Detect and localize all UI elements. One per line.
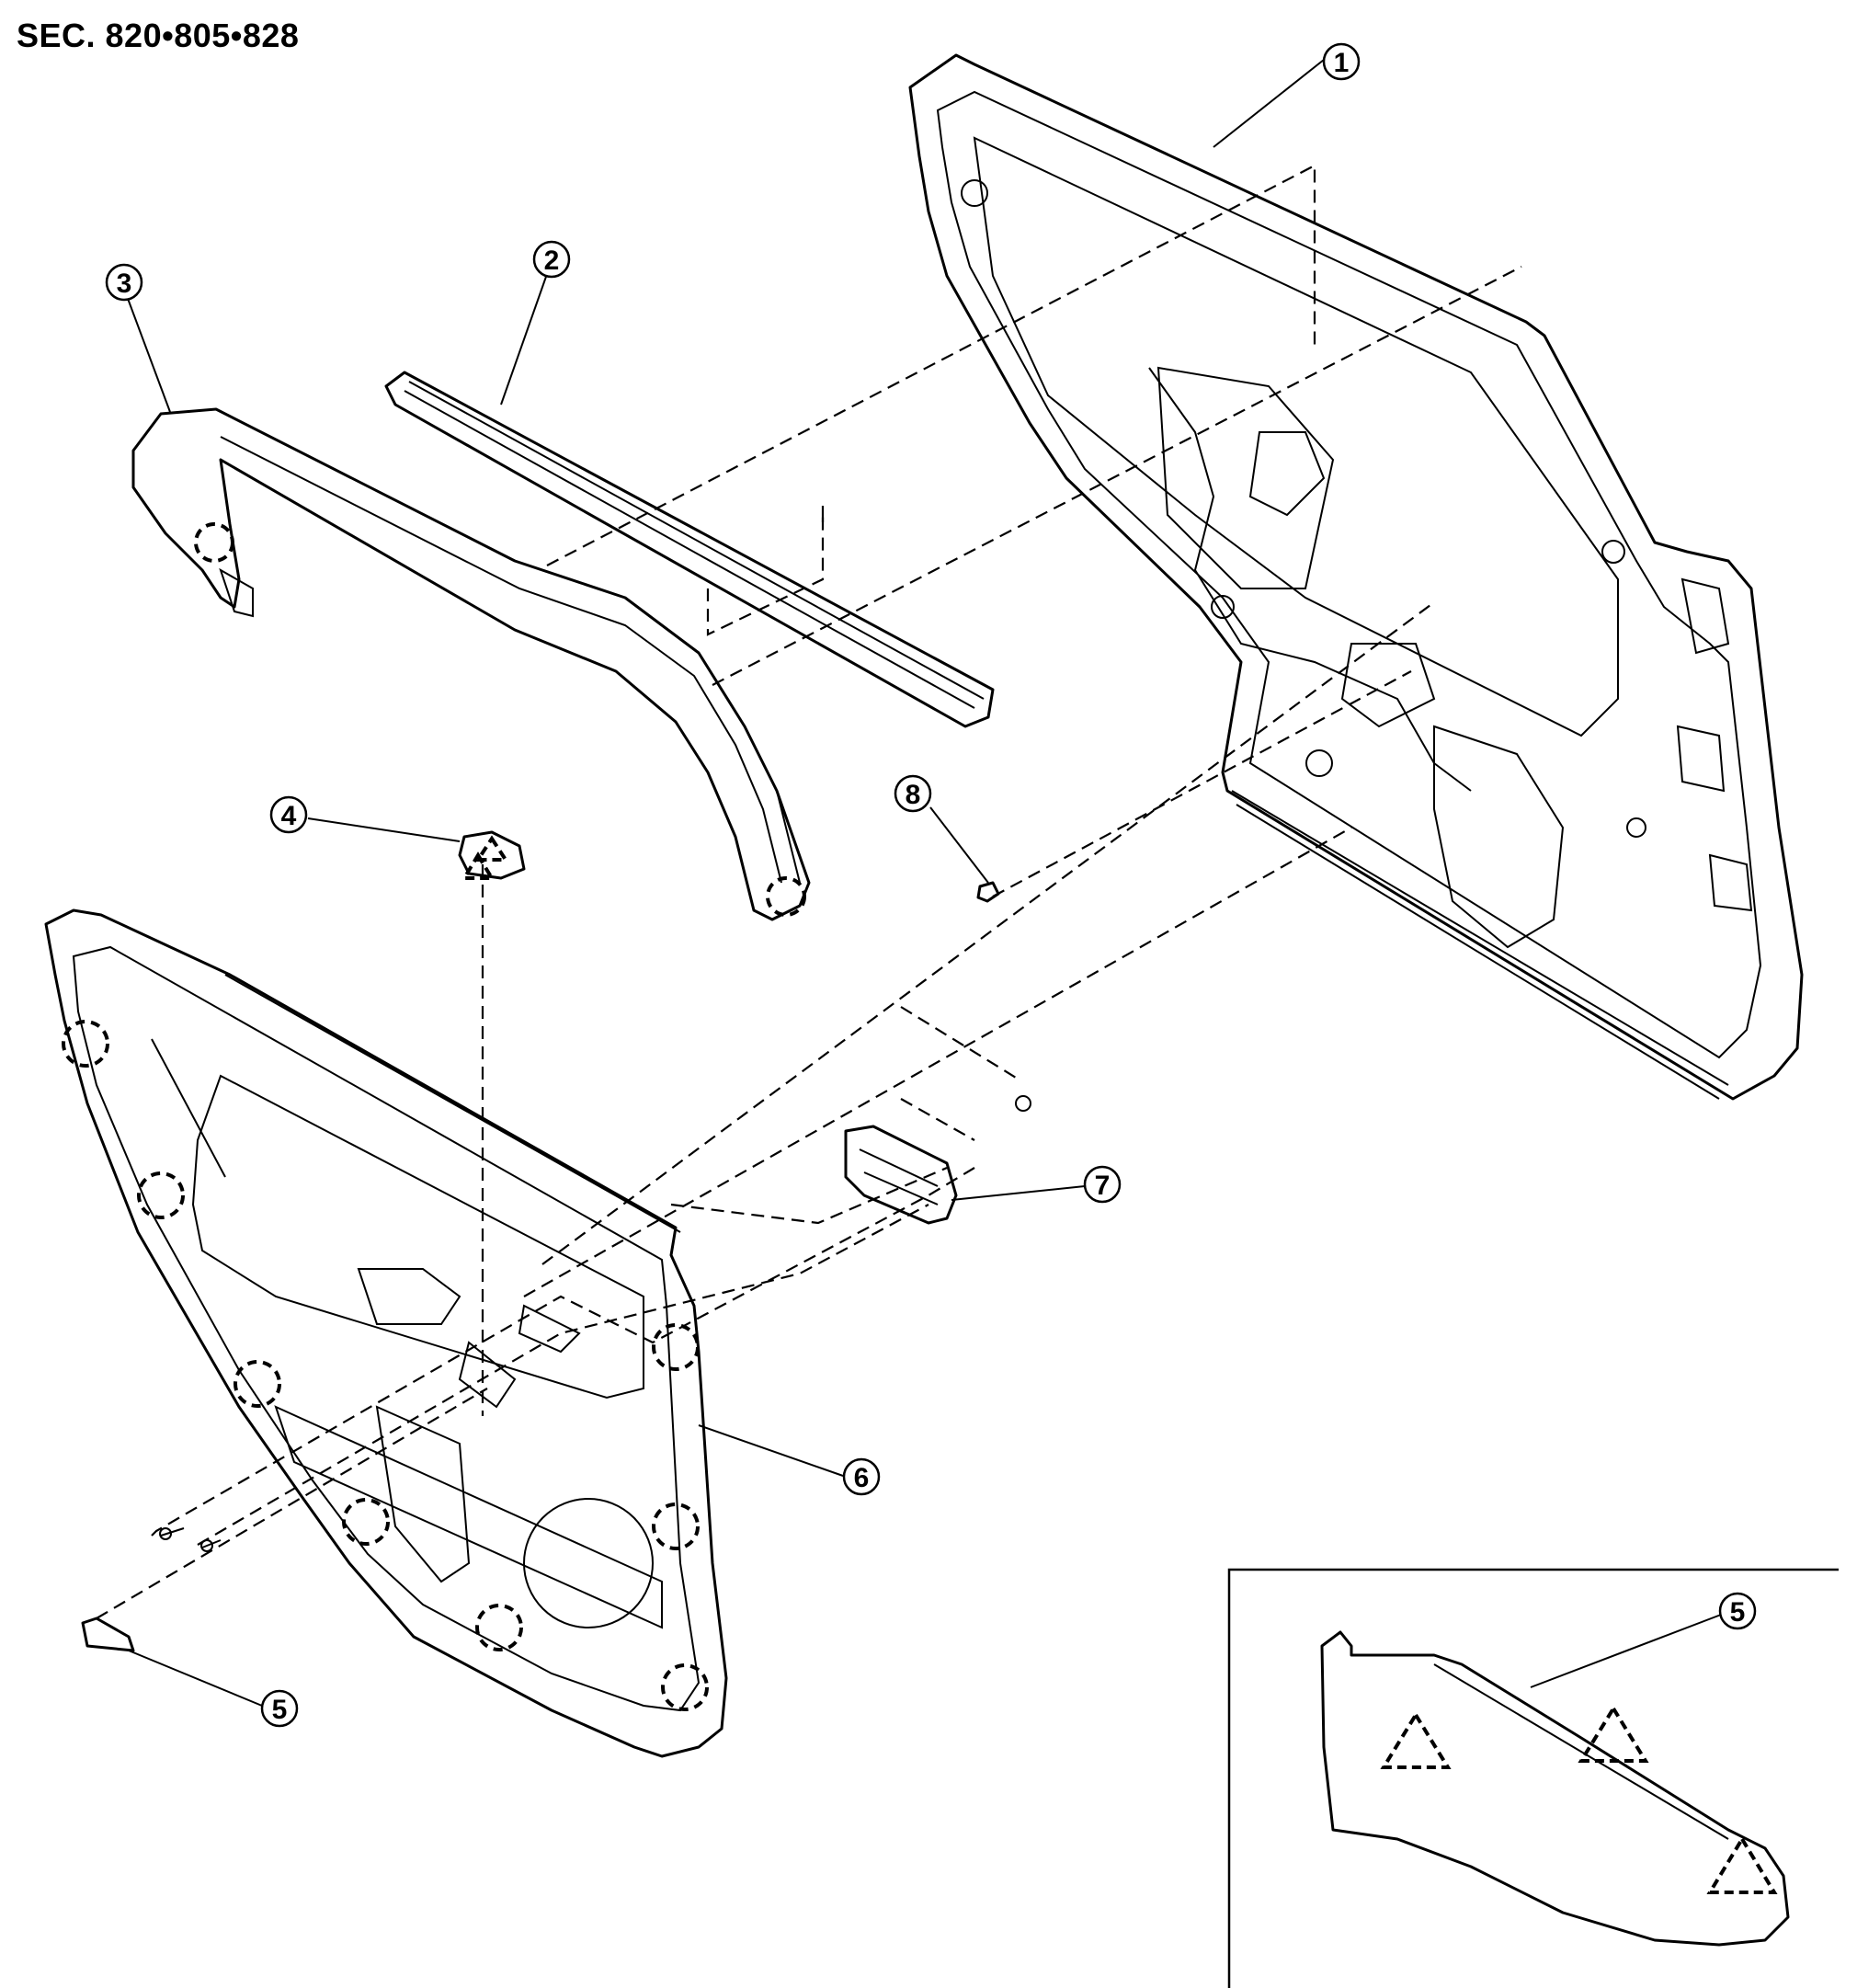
svg-text:6: 6 <box>854 1463 870 1493</box>
svg-text:5: 5 <box>272 1695 288 1725</box>
detail-inset <box>1227 1568 1839 1988</box>
svg-text:4: 4 <box>281 801 297 831</box>
alignment-lines <box>96 164 1522 1619</box>
callout-1: 1 <box>1213 42 1361 148</box>
svg-text:3: 3 <box>117 268 132 299</box>
clip-marker <box>342 1498 390 1546</box>
clip-part <box>458 830 526 880</box>
clip-marker <box>475 1604 523 1651</box>
callout-3: 3 <box>105 263 171 413</box>
clip-marker <box>652 1323 700 1371</box>
callout-8: 8 <box>894 774 989 884</box>
clip-marker <box>137 1171 185 1219</box>
clip-markers <box>62 522 806 1711</box>
door-panel <box>908 53 1804 1101</box>
callouts: 1 2 3 4 5 6 7 <box>105 42 1361 1728</box>
callout-5: 5 <box>128 1650 299 1728</box>
sash-finisher <box>131 407 811 921</box>
door-trim-panel <box>44 908 728 1758</box>
svg-text:5: 5 <box>1730 1597 1746 1628</box>
clip-marker <box>234 1360 281 1408</box>
callout-4: 4 <box>269 795 461 842</box>
pawl-markers-part4 <box>461 835 509 880</box>
callout-5-detail: 5 <box>1530 1592 1757 1688</box>
inside-handle <box>844 1095 1031 1225</box>
svg-text:2: 2 <box>544 246 560 276</box>
cover-small <box>81 1617 135 1652</box>
clip-marker <box>652 1502 700 1550</box>
clip-marker <box>62 1020 109 1068</box>
callout-2: 2 <box>500 240 571 406</box>
section-label: SEC. 820•805•828 <box>17 17 300 54</box>
fastener-clip <box>976 881 1000 903</box>
screws <box>159 1527 222 1552</box>
clip-marker <box>661 1663 709 1711</box>
callout-7: 7 <box>951 1165 1122 1204</box>
svg-text:1: 1 <box>1334 48 1350 78</box>
clip-marker <box>766 876 806 917</box>
svg-text:7: 7 <box>1095 1171 1111 1201</box>
clip-marker <box>194 522 234 563</box>
weatherstrip <box>384 371 995 728</box>
svg-text:8: 8 <box>906 780 921 810</box>
callout-6: 6 <box>698 1424 881 1496</box>
